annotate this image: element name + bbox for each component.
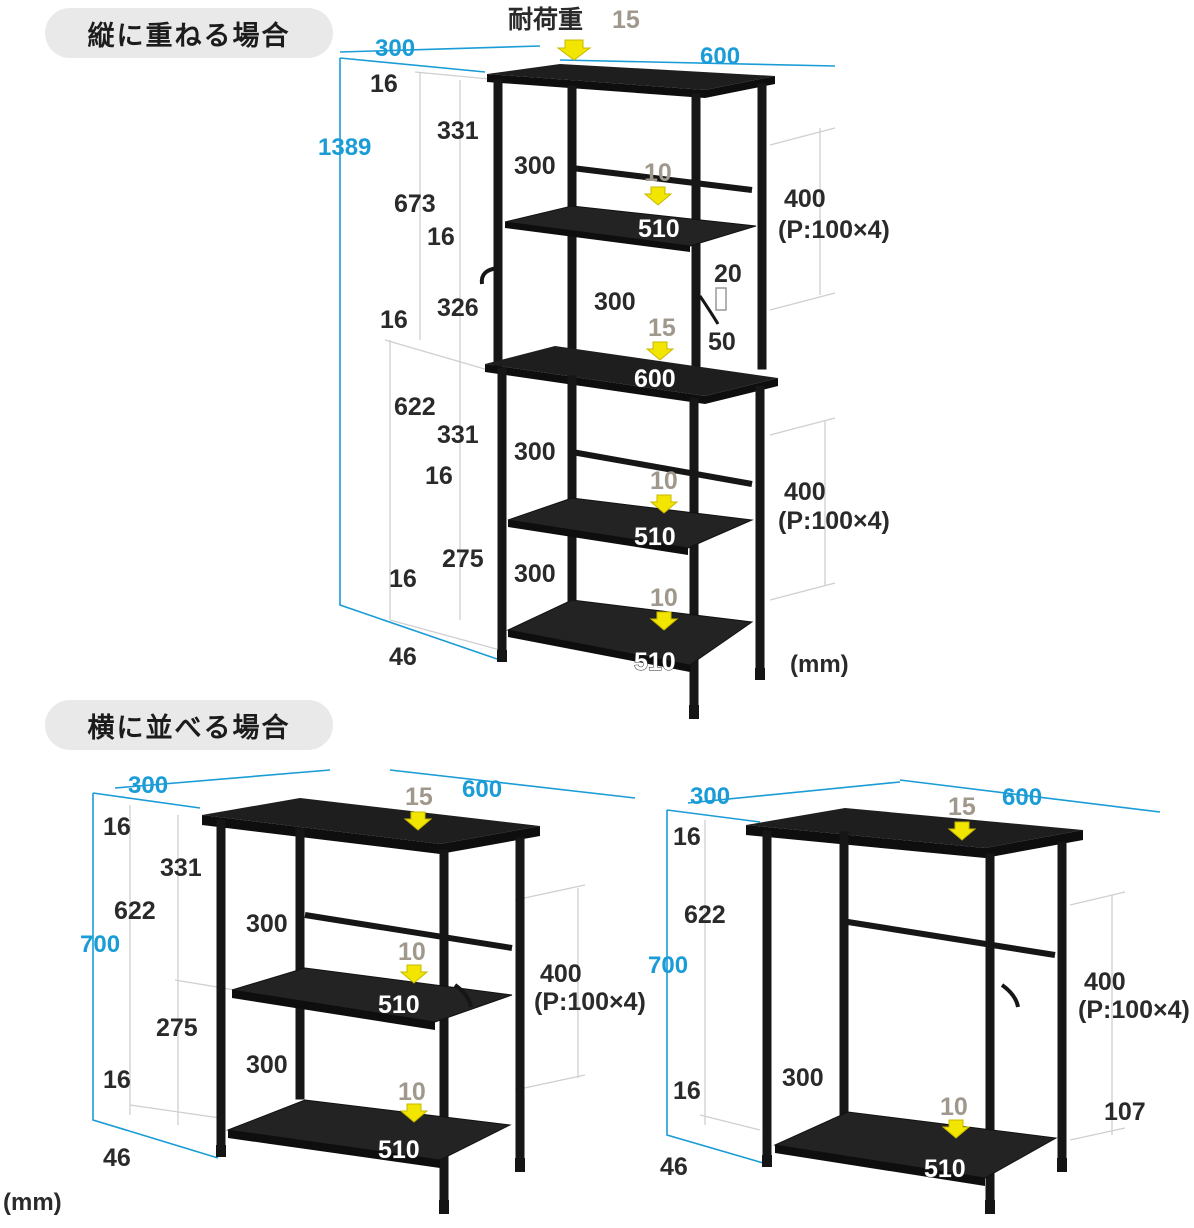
left-shelf1-depth: 300 <box>246 910 288 938</box>
gap2-label: 326 <box>437 294 479 322</box>
upper-height-label: 673 <box>394 190 436 218</box>
left-pitch: (P:100×4) <box>534 988 646 1016</box>
shelf1-depth: 300 <box>514 152 556 180</box>
right-width-label: 600 <box>1002 784 1042 811</box>
left-shelf2-depth: 300 <box>246 1051 288 1079</box>
board2-thickness: 16 <box>380 306 408 334</box>
left-board2: 16 <box>103 1066 131 1094</box>
right-bottom-gap: 107 <box>1104 1098 1146 1126</box>
left-leg: 46 <box>103 1144 131 1172</box>
left-shelf2-width: 510 <box>378 1136 420 1164</box>
total-height-label: 1389 <box>318 134 371 161</box>
hook-length-label: 50 <box>708 328 736 356</box>
load-capacity-caption: 耐荷重 <box>508 5 583 34</box>
gap1-label: 331 <box>437 117 479 145</box>
right-height-label: 700 <box>648 952 688 979</box>
right-top-load: 15 <box>948 793 976 821</box>
top-board-thickness: 16 <box>370 70 398 98</box>
left-shelf1-load: 10 <box>398 938 426 966</box>
left-depth-label: 300 <box>128 772 168 799</box>
left-shelf2-load: 10 <box>398 1078 426 1106</box>
left-shelf1-width: 510 <box>378 991 420 1019</box>
unit-label-bottom: (mm) <box>3 1189 62 1216</box>
top-load-value: 15 <box>612 6 640 34</box>
depth-label: 300 <box>375 35 415 62</box>
right-inner-height: 622 <box>684 901 726 929</box>
upper-pitch-range: 400 <box>784 185 826 213</box>
left-gap2: 275 <box>156 1014 198 1042</box>
board3-thickness: 16 <box>425 462 453 490</box>
upper-pitch: (P:100×4) <box>778 216 890 244</box>
section-title-horizontal: 横に並べる場合 <box>45 700 333 750</box>
shelf3-width: 510 <box>634 523 676 551</box>
side-by-side-rack-right: 300 600 15 700 16 622 16 46 300 10 510 4… <box>648 779 1190 1214</box>
left-top-load: 15 <box>405 783 433 811</box>
section-title-vertical: 縦に重ねる場合 <box>45 8 333 58</box>
right-shelf1-width: 510 <box>924 1155 966 1183</box>
shelf3-depth: 300 <box>514 438 556 466</box>
side-by-side-rack-left: 300 600 15 700 16 331 622 275 16 46 300 … <box>3 769 646 1216</box>
gap4-label: 275 <box>442 545 484 573</box>
left-inner-height: 622 <box>114 897 156 925</box>
left-top-board: 16 <box>103 813 131 841</box>
shelf4-depth: 300 <box>514 560 556 588</box>
lower-pitch-range: 400 <box>784 478 826 506</box>
gap3-label: 331 <box>437 421 479 449</box>
width-label: 600 <box>700 43 740 70</box>
board4-thickness: 16 <box>389 565 417 593</box>
right-leg: 46 <box>660 1153 688 1181</box>
shelf4-load: 10 <box>650 584 678 612</box>
right-pitch-range: 400 <box>1084 968 1126 996</box>
leg-height-label: 46 <box>389 643 417 671</box>
right-top-board: 16 <box>673 823 701 851</box>
right-shelf1-load: 10 <box>940 1093 968 1121</box>
hook-gap-label: 20 <box>714 260 742 288</box>
left-gap1: 331 <box>160 854 202 882</box>
left-pitch-range: 400 <box>540 960 582 988</box>
left-width-label: 600 <box>462 776 502 803</box>
lower-height-label: 622 <box>394 393 436 421</box>
right-pitch: (P:100×4) <box>1078 996 1190 1024</box>
stacked-rack-figure: 耐荷重 15 300 600 1389 16 331 673 16 326 16… <box>318 5 890 719</box>
right-shelf1-depth: 300 <box>782 1064 824 1092</box>
shelf4-width: 510 <box>634 648 676 676</box>
shelf2-load: 15 <box>648 314 676 342</box>
right-board2: 16 <box>673 1077 701 1105</box>
unit-label-top: (mm) <box>790 651 849 678</box>
shelf3-load: 10 <box>650 467 678 495</box>
board1-thickness: 16 <box>427 223 455 251</box>
shelf2-width: 600 <box>634 365 676 393</box>
lower-pitch: (P:100×4) <box>778 507 890 535</box>
shelf1-load: 10 <box>644 159 672 187</box>
shelf2-depth: 300 <box>594 288 636 316</box>
shelf1-width: 510 <box>638 215 680 243</box>
left-height-label: 700 <box>80 931 120 958</box>
right-depth-label: 300 <box>690 783 730 810</box>
